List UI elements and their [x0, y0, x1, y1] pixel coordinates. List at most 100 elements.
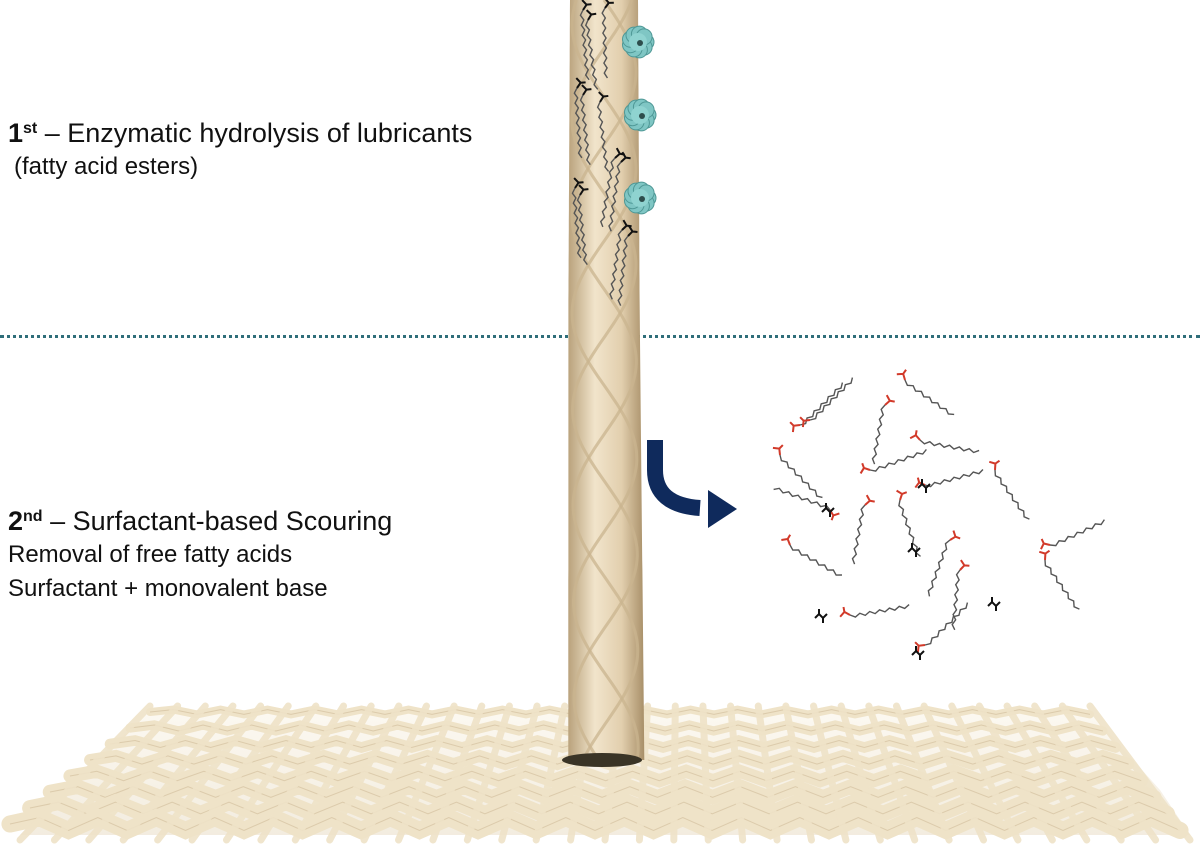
molecule-chain: [1044, 559, 1080, 610]
fatty-acid-molecule-icon: [871, 394, 895, 465]
molecule-chain: [773, 487, 831, 511]
molecule-head: [988, 459, 1001, 471]
fabric-warp-thread: [699, 702, 712, 844]
molecule-head: [581, 0, 592, 11]
molecule-chain: [596, 101, 610, 172]
molecule-head: [839, 606, 851, 618]
molecule-chain: [789, 544, 842, 576]
fatty-acid-molecule-icon: [839, 604, 910, 618]
glycerol-bonds: [907, 543, 921, 557]
fabric-warp-thread: [948, 702, 1022, 844]
fabric-warp-thread: [257, 702, 348, 844]
fatty-acid-ester-icon: [601, 0, 614, 79]
molecule-head: [575, 77, 586, 89]
fatty-acid-molecule-icon: [781, 534, 842, 576]
molecule-head: [909, 430, 921, 441]
fabric-warp-thread: [782, 702, 815, 844]
fabric-weft-edge: [69, 770, 1142, 782]
glycerol-bonds: [917, 479, 931, 493]
step1-heading: 1st – Enzymatic hydrolysis of lubricants: [8, 112, 472, 150]
molecule-head: [896, 369, 907, 381]
fatty-acid-ester-icon: [573, 77, 586, 159]
fatty-acid-ester-icon: [579, 0, 592, 81]
molecule-chain: [571, 187, 582, 259]
molecule-head: [627, 225, 638, 237]
fatty-acid-molecule-icon: [1040, 519, 1105, 550]
fabric-warp-thread: [463, 702, 513, 844]
fabric-warp-thread: [222, 702, 320, 844]
fabric-warp-thread: [920, 702, 988, 844]
molecule-head: [620, 151, 631, 163]
molecule-chain: [919, 439, 980, 454]
fabric-warp-thread: [16, 702, 154, 844]
molecule-chain: [609, 229, 623, 300]
fatty-acid-ester-icon: [609, 219, 632, 300]
fabric-warp-thread: [1058, 702, 1160, 844]
yarn-strand-edge: [570, 0, 639, 761]
molecule-head: [598, 91, 609, 103]
enzyme-icon: [624, 98, 657, 132]
step1-subtitle: (fatty acid esters): [14, 153, 199, 180]
molecule-head: [799, 416, 811, 428]
glycerol-bonds: [814, 609, 828, 623]
fatty-acid-molecule-icon: [772, 444, 823, 499]
molecule-head: [1038, 549, 1051, 561]
fabric-warp-thread: [1031, 702, 1125, 844]
fabric-warp-thread: [360, 702, 430, 844]
molecule-head: [959, 559, 970, 571]
molecule-chain: [601, 7, 609, 79]
molecule-head: [859, 462, 871, 474]
fatty-acid-ester-icon: [596, 91, 610, 172]
molecule-head: [914, 641, 926, 653]
fatty-acid-molecule-icon: [851, 494, 875, 565]
fabric-warp-thread: [754, 702, 781, 844]
fabric-warp-thread: [119, 702, 237, 844]
yarn-strand-edge: [570, 0, 640, 761]
fatty-acid-molecule-icon: [1038, 549, 1080, 610]
molecule-head: [1040, 538, 1051, 550]
molecule-chain: [898, 499, 921, 557]
molecule-chain: [849, 604, 910, 618]
molecule-head: [581, 84, 592, 96]
fabric-warp-thread: [635, 702, 652, 844]
fatty-acid-ester-icon: [576, 184, 589, 266]
molecule-head: [949, 530, 961, 541]
glycerol-molecule-icon: [821, 503, 835, 517]
fabric-warp-thread: [85, 702, 209, 844]
glycerol-molecule-icon: [814, 609, 828, 623]
fatty-acid-molecule-icon: [789, 382, 844, 433]
molecule-chain: [799, 382, 844, 426]
fabric-warp-thread: [188, 702, 292, 844]
fatty-acid-molecule-icon: [927, 530, 961, 597]
lubricant-molecules: [571, 0, 638, 306]
enzyme-active-site: [637, 40, 643, 46]
molecule-chain: [951, 569, 961, 631]
fatty-acid-ester-icon: [617, 225, 638, 306]
fabric-warp-thread: [395, 702, 458, 844]
molecule-chain: [851, 504, 866, 565]
glycerol-bonds: [821, 503, 835, 517]
molecule-chain: [927, 539, 951, 597]
fatty-acid-molecule-icon: [896, 369, 955, 416]
fabric-warp-thread: [670, 702, 679, 844]
molecule-head: [781, 534, 792, 546]
molecule-chain: [573, 87, 583, 159]
fabric-warp-thread: [498, 702, 541, 844]
step2-line-removal: Removal of free fatty acids: [8, 541, 293, 568]
fabric-warp-thread: [865, 702, 919, 844]
fabric-warp-thread: [727, 702, 747, 844]
molecule-chain: [994, 469, 1030, 520]
molecule-chain: [871, 404, 886, 465]
molecule-chain: [617, 235, 629, 306]
step1-title: – Enzymatic hydrolysis of lubricants: [37, 118, 473, 148]
glycerol-bonds: [911, 646, 925, 660]
fabric-warp-thread: [810, 702, 850, 844]
fabric-warp-thread: [291, 702, 375, 844]
fabric-warp-thread: [975, 702, 1056, 844]
yarn-strand-edge: [570, 0, 640, 761]
molecule-head: [896, 489, 908, 501]
glycerol-molecule-icon: [917, 479, 931, 493]
fatty-acid-molecule-icon: [773, 487, 840, 521]
molecule-head: [772, 444, 784, 456]
